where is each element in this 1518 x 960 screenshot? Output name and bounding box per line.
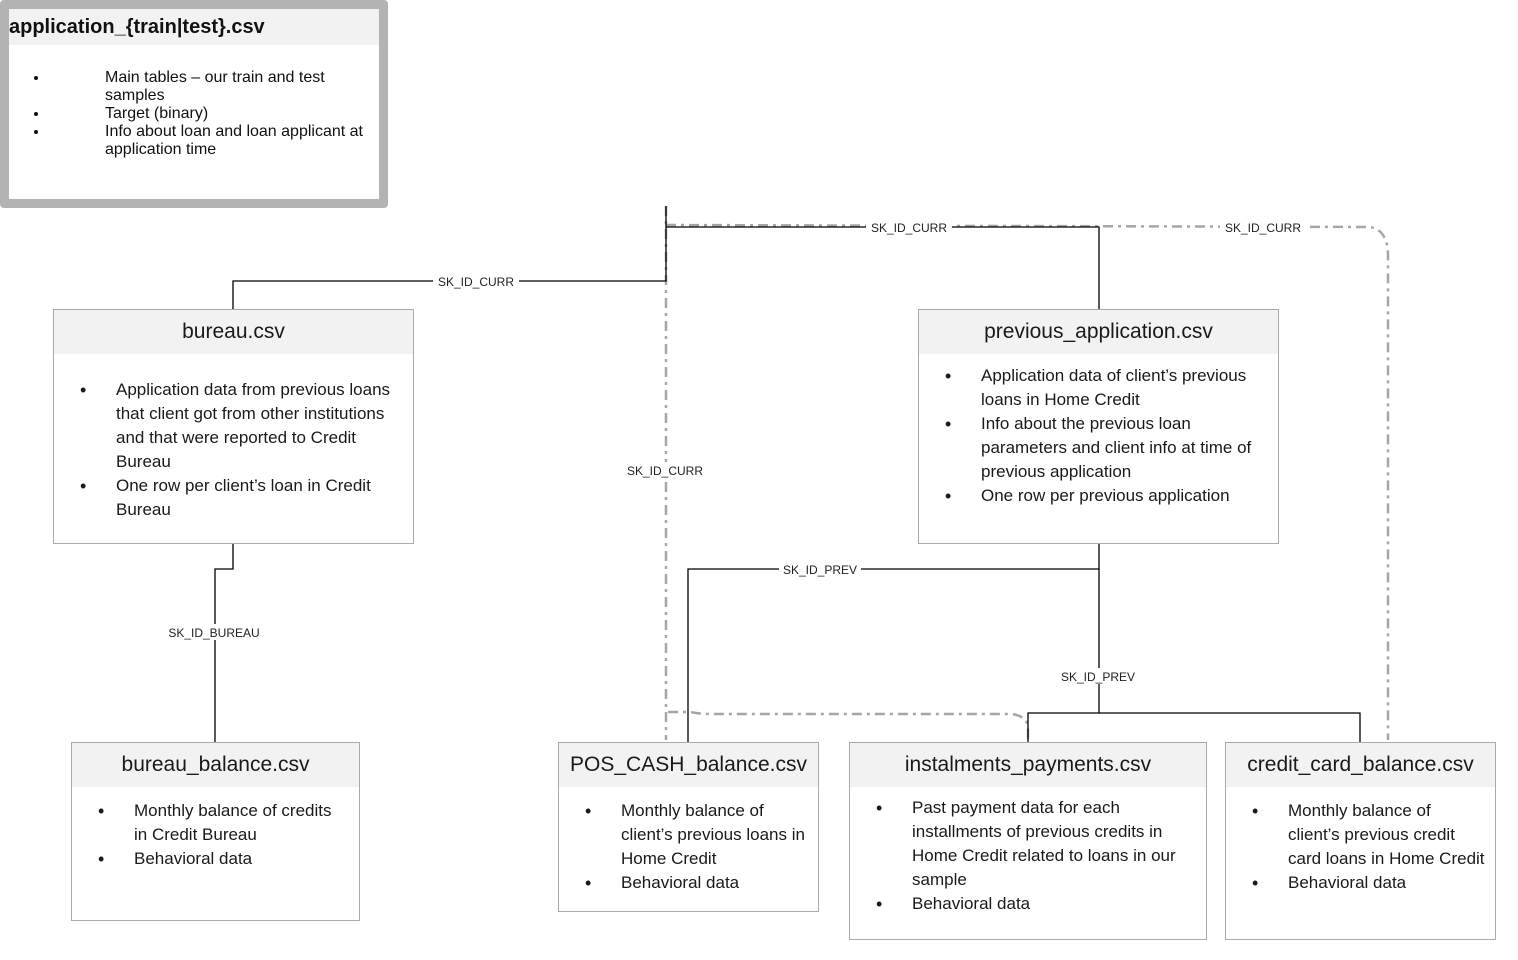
node-title: instalments_payments.csv (850, 743, 1206, 787)
bullet-item: Main tables – our train and test samples (49, 69, 379, 105)
bullet-item: Behavioral data (1226, 871, 1495, 895)
bullet-item: Monthly balance of credits in Credit Bur… (72, 799, 359, 847)
node-title: POS_CASH_balance.csv (559, 743, 818, 787)
node-previous-application: previous_application.csv Application dat… (918, 309, 1279, 544)
bullet-item: One row per previous application (919, 484, 1278, 508)
node-bullets: Monthly balance of client’s previous cre… (1226, 787, 1495, 895)
bullet-item: Application data of client’s previous lo… (919, 364, 1278, 412)
node-instalments-payments: instalments_payments.csv Past payment da… (849, 742, 1207, 940)
edge-app-instalments (668, 710, 1030, 740)
bullet-item: Behavioral data (72, 847, 359, 871)
node-bureau-balance: bureau_balance.csv Monthly balance of cr… (71, 742, 360, 921)
node-title: application_{train|test}.csv (9, 9, 379, 45)
edge-label-bureau-balance: SK_ID_BUREAU (168, 626, 259, 640)
bullet-item: Application data from previous loans tha… (54, 378, 413, 474)
edge-label-previous-pos-cash: SK_ID_PREV (783, 563, 857, 577)
edge-label-previous-instalments: SK_ID_PREV (1061, 670, 1135, 684)
node-bullets: Monthly balance of credits in Credit Bur… (72, 787, 359, 871)
edge-previous-credit-card (1099, 712, 1361, 742)
bullet-item: Info about loan and loan applicant at ap… (49, 123, 379, 159)
bullet-item: Behavioral data (850, 892, 1206, 916)
node-pos-cash-balance: POS_CASH_balance.csv Monthly balance of … (558, 742, 819, 912)
node-title: bureau.csv (54, 310, 413, 354)
edge-previous-instalments (1027, 569, 1100, 742)
node-title: bureau_balance.csv (72, 743, 359, 787)
bullet-item: Monthly balance of client’s previous cre… (1226, 799, 1495, 871)
bullet-item: Behavioral data (559, 871, 818, 895)
node-bureau: bureau.csv Application data from previou… (53, 309, 414, 544)
edge-bureau-bureau-balance (214, 543, 234, 742)
node-bullets: Past payment data for each installments … (850, 787, 1206, 916)
node-credit-card-balance: credit_card_balance.csv Monthly balance … (1225, 742, 1496, 940)
edge-previous-pos-cash (687, 543, 1100, 742)
node-bullets: Monthly balance of client’s previous loa… (559, 787, 818, 895)
node-title: credit_card_balance.csv (1226, 743, 1495, 787)
edge-label-app-pos-cash: SK_ID_CURR (627, 464, 703, 478)
edge-app-bureau (232, 206, 667, 309)
edge-label-app-previous: SK_ID_CURR (871, 221, 947, 235)
node-bullets: Application data of client’s previous lo… (919, 354, 1278, 508)
edge-app-credit-card (665, 223, 1390, 740)
bullet-item: Monthly balance of client’s previous loa… (559, 799, 818, 871)
edge-app-previous (666, 226, 1100, 309)
node-bullets: Application data from previous loans tha… (54, 354, 413, 522)
bullet-item: Info about the previous loan parameters … (919, 412, 1278, 484)
node-title: previous_application.csv (919, 310, 1278, 354)
edge-label-app-credit-card: SK_ID_CURR (1225, 221, 1301, 235)
bullet-item: One row per client’s loan in Credit Bure… (54, 474, 413, 522)
bullet-item: Past payment data for each installments … (850, 796, 1206, 892)
node-application: application_{train|test}.csv Main tables… (0, 0, 388, 208)
edge-label-app-bureau: SK_ID_CURR (438, 275, 514, 289)
bullet-item: Target (binary) (49, 105, 379, 123)
node-bullets: Main tables – our train and test samples… (9, 61, 379, 159)
